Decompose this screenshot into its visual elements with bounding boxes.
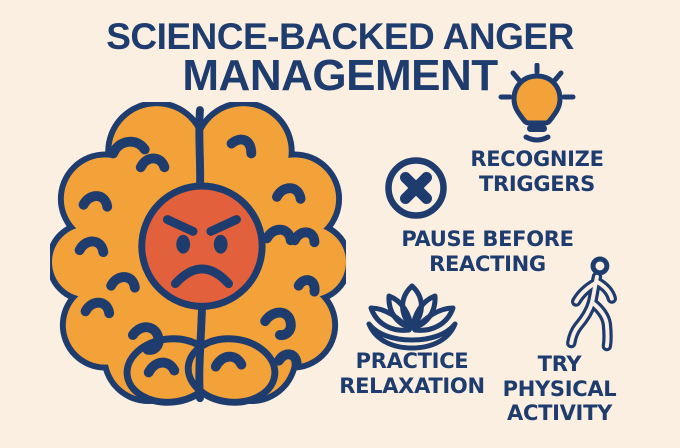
walking-person-icon	[566, 256, 618, 352]
bulb-base-curve	[523, 134, 551, 143]
frown-mouth	[170, 264, 234, 289]
bulb-glass	[511, 73, 563, 126]
bulb-base	[527, 125, 547, 132]
brain-midline	[195, 106, 206, 403]
eyes	[176, 234, 228, 254]
tip-label-recognize-triggers: RECOGNIZE TRIGGERS	[470, 147, 604, 196]
walker-head	[590, 256, 610, 276]
walker-body-inner	[569, 274, 614, 349]
page-title-line2: MANAGEMENT	[182, 51, 498, 100]
tip-label-try-physical-activity: TRY PHYSICAL ACTIVITY	[502, 352, 617, 426]
x-circle-icon	[385, 157, 447, 219]
face-circle	[138, 182, 266, 310]
page-title-line1: SCIENCE-BACKED ANGER	[106, 16, 574, 57]
x-mark	[400, 172, 432, 204]
x-circle-ring	[385, 157, 447, 219]
lotus-petals	[366, 283, 458, 351]
lotus-icon	[366, 283, 458, 351]
eyebrows	[162, 215, 241, 236]
lightbulb-rays	[498, 63, 576, 100]
angry-face	[138, 182, 266, 310]
brain-wrinkles	[74, 134, 320, 378]
angry-brain-illustration	[46, 100, 352, 418]
tip-label-practice-relaxation: PRACTICE RELAXATION	[339, 349, 485, 398]
brain-svg	[46, 100, 352, 406]
lightbulb-icon	[498, 63, 576, 143]
tip-label-pause-before-reacting: PAUSE BEFORE REACTING	[401, 227, 574, 276]
